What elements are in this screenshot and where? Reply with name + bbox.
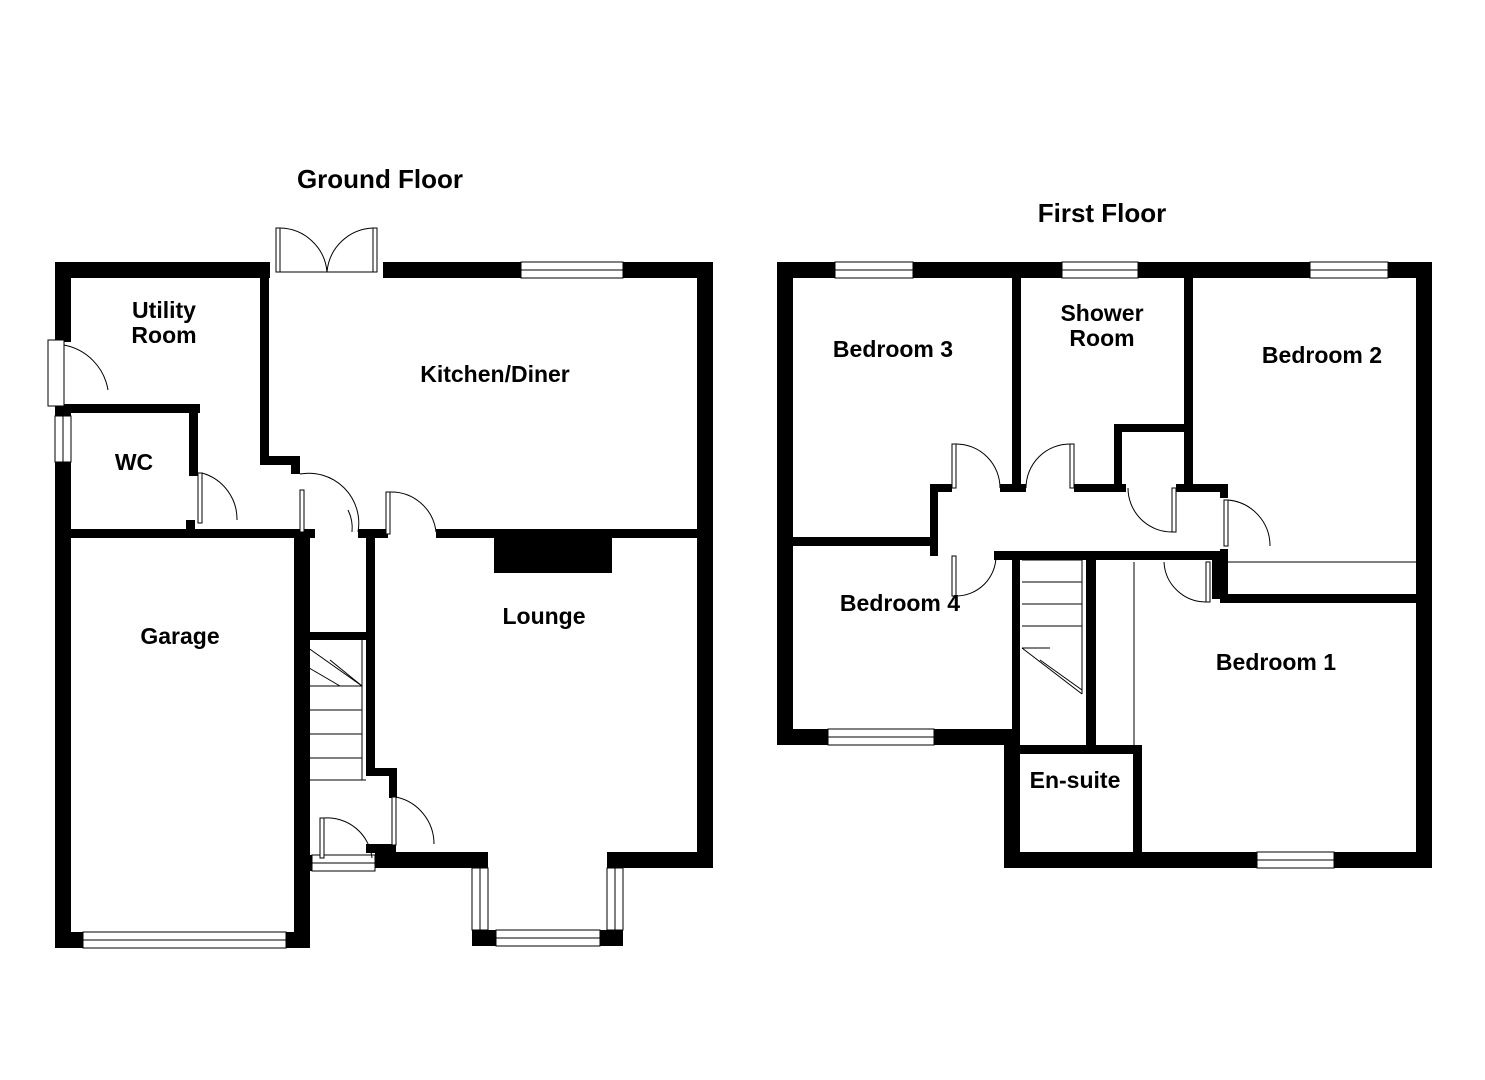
bedroom-3-label: Bedroom 3 bbox=[833, 336, 953, 362]
utility-room-label-line2: Room bbox=[131, 322, 196, 348]
en-suite-label: En-suite bbox=[1030, 767, 1121, 793]
first-floor-title: First Floor bbox=[1038, 198, 1167, 228]
shower-room-label-line1: Shower bbox=[1060, 300, 1143, 326]
shower-room-label-line2: Room bbox=[1069, 325, 1134, 351]
bedroom-4-label: Bedroom 4 bbox=[840, 590, 960, 616]
lounge-label: Lounge bbox=[502, 603, 585, 629]
garage-label: Garage bbox=[140, 623, 219, 649]
ground-floor-title: Ground Floor bbox=[297, 164, 463, 194]
wc-label: WC bbox=[115, 449, 153, 475]
ground-floor-plan bbox=[47, 227, 713, 949]
bedroom-2-label: Bedroom 2 bbox=[1262, 342, 1382, 368]
kitchen-diner-label: Kitchen/Diner bbox=[420, 361, 570, 387]
bedroom-1-label: Bedroom 1 bbox=[1216, 649, 1336, 675]
utility-room-label-line1: Utility bbox=[132, 297, 196, 323]
first-floor-plan bbox=[777, 261, 1432, 869]
